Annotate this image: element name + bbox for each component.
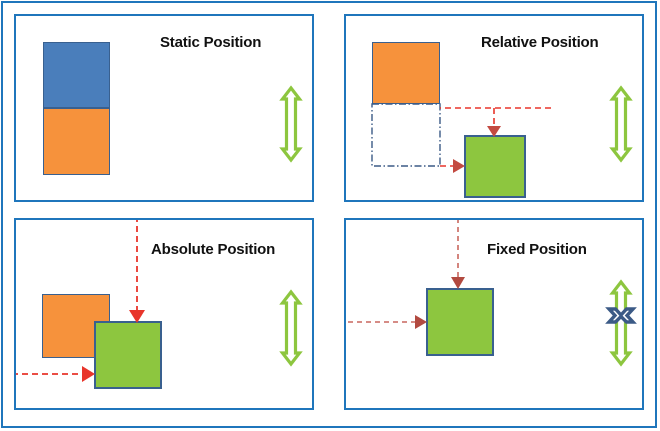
panel-static-position: Static Position [14, 14, 314, 202]
blue-box [43, 42, 110, 108]
panel-relative-position: Relative Position [344, 14, 644, 202]
panel-title-absolute: Absolute Position [151, 241, 276, 258]
vertical-offset-arrow [451, 220, 465, 289]
x-cross-marker-icon [605, 307, 637, 324]
green-box [426, 288, 494, 356]
scroll-arrow-icon [609, 85, 633, 163]
scroll-arrow-icon [279, 289, 303, 367]
panel-title-fixed: Fixed Position [487, 241, 587, 258]
panel-absolute-clip: Absolute Position [16, 220, 312, 408]
panel-fixed-clip: Fixed Position [346, 220, 642, 408]
horizontal-offset-arrow [16, 366, 95, 382]
horizontal-offset-arrow [348, 315, 427, 329]
orange-box [372, 42, 440, 104]
green-box [94, 321, 162, 389]
green-box [464, 135, 526, 198]
panel-relative-clip: Relative Position [346, 16, 642, 200]
panel-static-clip: Static Position [16, 16, 312, 200]
vertical-offset-arrow [440, 107, 551, 137]
scroll-arrow-icon [609, 279, 633, 367]
ghost-outline-box [371, 103, 441, 167]
panel-title-relative: Relative Position [481, 34, 599, 51]
panel-title-static: Static Position [160, 34, 262, 51]
scroll-arrow-icon [279, 85, 303, 163]
vertical-offset-arrow [129, 220, 145, 323]
panel-fixed-position: Fixed Position [344, 218, 644, 410]
horizontal-offset-arrow [440, 159, 465, 173]
orange-box [43, 108, 110, 175]
panel-absolute-position: Absolute Position [14, 218, 314, 410]
